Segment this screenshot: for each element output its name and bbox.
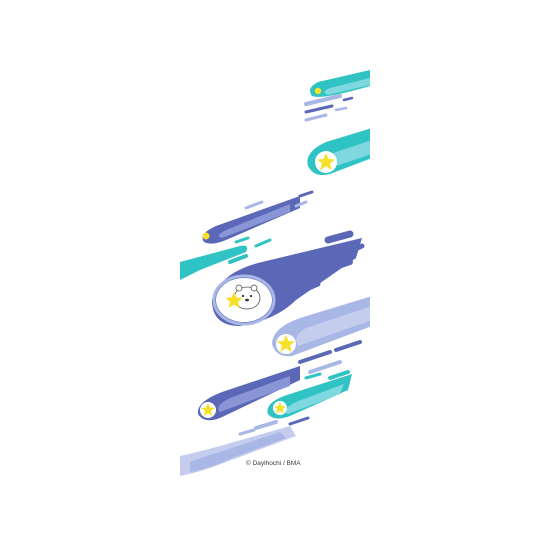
comet-teal-top bbox=[310, 70, 370, 97]
star-icon bbox=[225, 292, 243, 308]
star-icon bbox=[314, 87, 322, 95]
comet-teal-left bbox=[180, 236, 272, 280]
copyright-text: © Daylhochi / BMA bbox=[246, 460, 301, 467]
comet-teal-right bbox=[307, 128, 370, 175]
star-icon bbox=[201, 403, 215, 416]
comet-teal-bottom bbox=[267, 370, 352, 419]
comet-navy-small bbox=[202, 190, 314, 244]
comet-periwinkle bbox=[272, 296, 370, 357]
star-icon bbox=[202, 232, 210, 240]
star-icon bbox=[274, 402, 286, 414]
star-icon bbox=[317, 153, 335, 170]
streaks-middle bbox=[298, 340, 362, 374]
star-icon bbox=[277, 335, 295, 352]
comet-navy-large bbox=[212, 230, 365, 326]
comet-navy-bottom bbox=[197, 366, 300, 421]
streaks-top bbox=[304, 94, 354, 122]
comet-lavender-bottom bbox=[180, 416, 310, 476]
